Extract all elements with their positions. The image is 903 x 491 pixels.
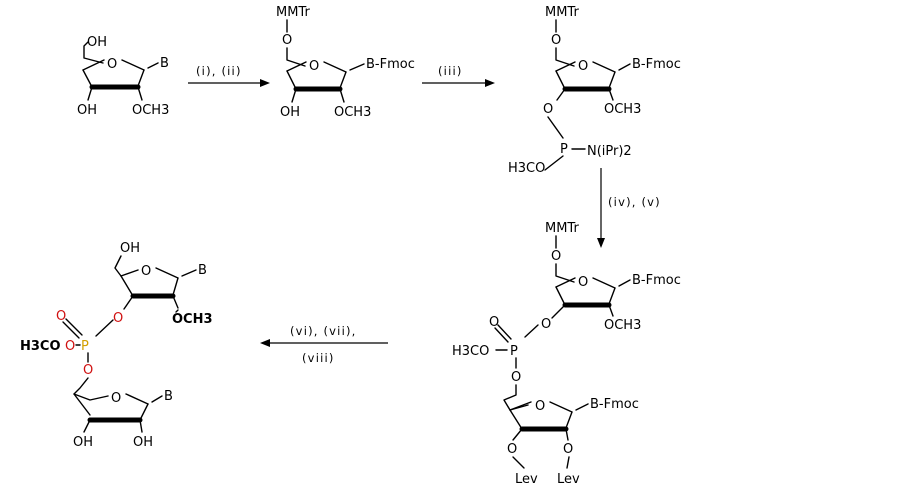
ring-oxygen-label: O bbox=[535, 399, 545, 414]
oxygen-label-2prime: O bbox=[507, 442, 517, 457]
oxygen-label-5prime: O bbox=[282, 33, 292, 48]
oxygen-label-3prime: O bbox=[543, 102, 553, 117]
base-fmoc-label: B-Fmoc bbox=[632, 273, 681, 288]
ring-oxygen-label: O bbox=[578, 275, 588, 290]
ring-oxygen-label: O bbox=[309, 59, 319, 74]
compound-1-starting-nucleoside: OH O B OH OCH3 bbox=[77, 35, 169, 118]
base-fmoc-label: B-Fmoc bbox=[590, 397, 639, 412]
phosphoryl-oxygen-label: O bbox=[56, 309, 66, 324]
oxygen-label-linker: O bbox=[511, 370, 521, 385]
oxygen-label-3prime: O bbox=[113, 311, 123, 326]
ring-oxygen-label: O bbox=[578, 59, 588, 74]
ring-oxygen-label: O bbox=[111, 391, 121, 406]
hydroxyl-label-3prime: OH bbox=[280, 105, 300, 120]
base-fmoc-label: B-Fmoc bbox=[632, 57, 681, 72]
methoxy-label: OCH3 bbox=[132, 103, 169, 118]
hydroxyl-label-2prime: OH bbox=[73, 435, 93, 450]
levulinyl-label: Lev bbox=[515, 472, 538, 487]
reagent-label-step1: (i), (ii) bbox=[196, 64, 242, 78]
base-label: B bbox=[198, 263, 207, 278]
phosphorus-label: P bbox=[510, 344, 518, 359]
mmtr-label: MMTr bbox=[276, 5, 310, 20]
diisopropylamino-label: N(iPr)2 bbox=[587, 144, 632, 159]
compound-5-final-dinucleotide: OH O B O OCH3 O P O H3CO O O B bbox=[20, 241, 213, 450]
oxygen-label-3prime: O bbox=[563, 442, 573, 457]
phosphorus-label: P bbox=[81, 339, 89, 354]
base-label: B bbox=[160, 56, 169, 71]
hydroxyl-label-3prime: OH bbox=[133, 435, 153, 450]
methoxy-label: OCH3 bbox=[334, 105, 371, 120]
phosphorus-label: P bbox=[560, 142, 568, 157]
compound-2-protected-nucleoside: MMTr O O B-Fmoc OH OCH3 bbox=[276, 5, 415, 120]
phosphoryl-oxygen-label: O bbox=[489, 315, 499, 330]
hydroxyl-label-5prime: OH bbox=[87, 35, 107, 50]
hydroxyl-label-3prime: OH bbox=[77, 103, 97, 118]
base-label: B bbox=[164, 389, 173, 404]
ring-oxygen-label: O bbox=[141, 264, 151, 279]
reaction-arrow-step4: (vi), (vii), (viii) bbox=[260, 324, 388, 365]
reagent-label-step3: (iv), (v) bbox=[608, 195, 661, 209]
hydroxyl-label-5prime: OH bbox=[120, 241, 140, 256]
reagent-label-step4-line1: (vi), (vii), bbox=[290, 324, 357, 338]
levulinyl-label: Lev bbox=[557, 472, 580, 487]
methoxy-label: OCH3 bbox=[172, 312, 213, 327]
ester-oxygen-label: O bbox=[65, 339, 75, 354]
base-fmoc-label: B-Fmoc bbox=[366, 57, 415, 72]
oxygen-label-linker: O bbox=[83, 363, 93, 378]
methoxy-label: OCH3 bbox=[604, 318, 641, 333]
oxygen-label-3prime: O bbox=[541, 317, 551, 332]
compound-4-protected-dinucleotide: MMTr O O B-Fmoc O OCH3 O P H3CO O bbox=[452, 221, 681, 487]
methoxy-group-label: H3CO bbox=[508, 161, 545, 176]
mmtr-label: MMTr bbox=[545, 5, 579, 20]
methoxy-group-label: H3CO bbox=[20, 339, 61, 354]
methoxy-group-label: H3CO bbox=[452, 344, 489, 359]
reagent-label-step2: (iii) bbox=[438, 64, 463, 78]
ring-oxygen-label: O bbox=[107, 57, 117, 72]
compound-3-phosphoramidite: MMTr O O B-Fmoc O OCH3 P N(iPr)2 H3CO bbox=[508, 5, 681, 176]
oxygen-label-5prime: O bbox=[551, 249, 561, 264]
oxygen-label-5prime: O bbox=[551, 33, 561, 48]
methoxy-label: OCH3 bbox=[604, 102, 641, 117]
mmtr-label: MMTr bbox=[545, 221, 579, 236]
reaction-arrow-step3: (iv), (v) bbox=[597, 168, 661, 248]
reagent-label-step4-line2: (viii) bbox=[302, 351, 335, 365]
reaction-arrow-step2: (iii) bbox=[422, 64, 495, 87]
reaction-arrow-step1: (i), (ii) bbox=[188, 64, 270, 87]
